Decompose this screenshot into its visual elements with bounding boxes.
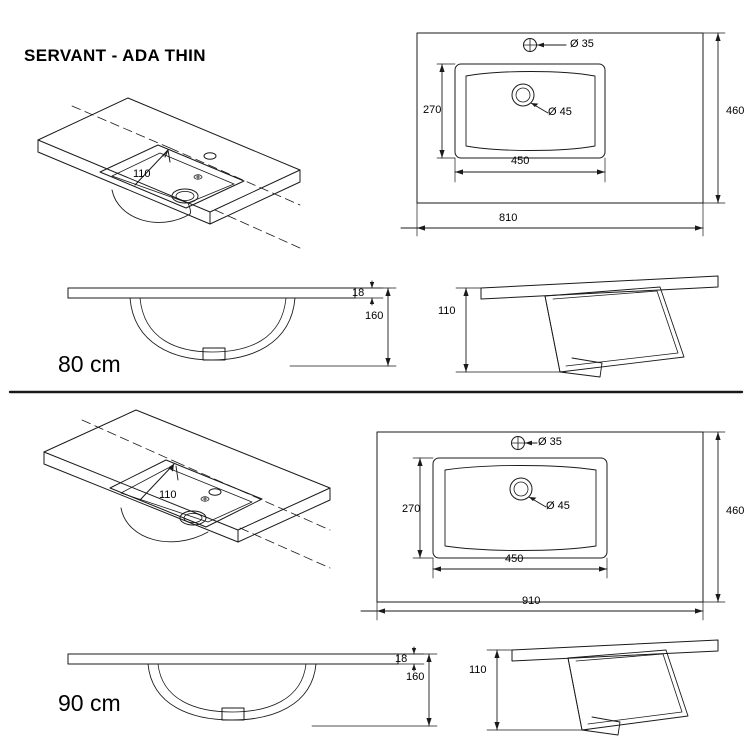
- total-height-90: 160: [406, 671, 425, 683]
- overall-depth-80: 460: [726, 105, 745, 117]
- tap-hole-dia-90: Ø 35: [538, 436, 562, 448]
- side-height-80: 110: [438, 305, 456, 317]
- page-title: SERVANT - ADA THIN: [24, 46, 206, 65]
- overall-width-90: 910: [522, 595, 541, 607]
- overall-width-80: 810: [499, 212, 518, 224]
- top-thickness-80: 18: [352, 287, 365, 299]
- total-height-80: 160: [365, 310, 384, 322]
- top-thickness-90: 18: [395, 653, 408, 665]
- size-label-80: 80 cm: [58, 351, 121, 377]
- basin-width-90: 450: [505, 553, 524, 565]
- overall-depth-90: 460: [726, 505, 745, 517]
- drain-hole-dia-90: Ø 45: [546, 500, 570, 512]
- basin-depth-80: 270: [423, 104, 442, 116]
- side-height-90: 110: [469, 664, 487, 676]
- size-label-90: 90 cm: [58, 690, 121, 716]
- basin-depth-90: 270: [402, 503, 421, 515]
- drain-hole-dia-80: Ø 45: [548, 106, 572, 118]
- iso-basin-offset-80: 110: [133, 168, 151, 180]
- tap-hole-dia-80: Ø 35: [570, 38, 594, 50]
- iso-basin-offset-90: 110: [159, 489, 177, 501]
- basin-width-80: 450: [511, 155, 530, 167]
